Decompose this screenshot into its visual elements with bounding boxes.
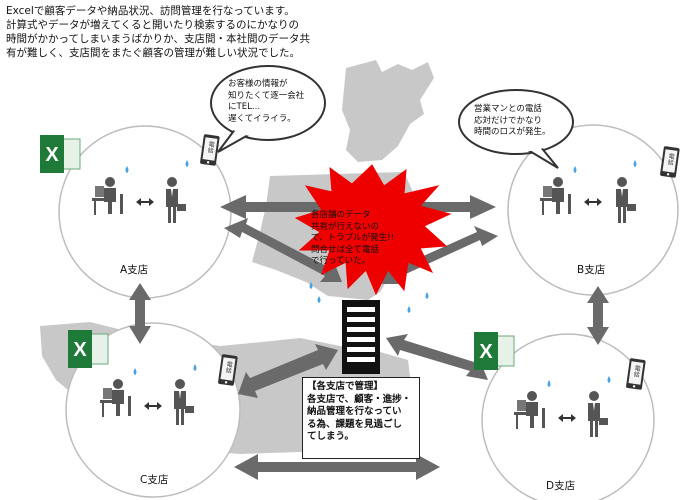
arrow-d-center <box>386 334 488 380</box>
speech-bubble-left <box>210 65 326 153</box>
excel-icon: X <box>474 332 515 370</box>
svg-text:X: X <box>45 144 59 166</box>
branch-c-circle <box>65 322 241 498</box>
headquarters-note-title: 【各支店で管理】 <box>307 381 384 392</box>
arrow-c-center <box>238 344 338 398</box>
sweat-drop-icon <box>425 292 429 299</box>
arrow-a-center <box>224 218 342 282</box>
speech-bubble-right-text: 営業マンとの電話 応対だけでかなり 時間のロスが発生。 <box>474 104 551 137</box>
svg-text:電話: 電話 <box>666 153 675 167</box>
arrow-b-d <box>587 286 609 345</box>
connection-arrows <box>129 195 609 480</box>
phone-icon: 電話 <box>625 358 646 390</box>
sweat-drop-icon <box>407 306 411 313</box>
sweat-drop-icon <box>317 296 321 303</box>
headquarters-building <box>342 300 380 374</box>
phone-icon: 電話 <box>199 134 220 166</box>
excel-icon: X <box>68 330 109 368</box>
map-region-upper <box>342 60 434 162</box>
svg-text:電話: 電話 <box>632 365 641 379</box>
arrow-a-c <box>129 283 151 344</box>
svg-text:X: X <box>73 339 87 361</box>
alert-text: 各店舗のデータ 共有が行えないの で、トラブルが発生!! 問合せは全て電話 で行… <box>311 210 394 266</box>
branch-d-label: D支店 <box>546 480 576 492</box>
headquarters-note-body: 各支店で、顧客・進捗・ 納品管理を行なってい る為、課題を見過ごし てしまう。 <box>307 393 412 443</box>
branch-b-label: B支店 <box>577 264 606 276</box>
speech-bubble-left-text: お客様の情報が 知りたくて逐一会社 にTEL… 遅くてイライラ。 <box>228 79 305 124</box>
arrow-b-center <box>382 226 498 284</box>
branch-a-label: A支店 <box>120 264 149 276</box>
svg-text:X: X <box>479 341 493 363</box>
alert-burst <box>294 164 452 296</box>
svg-text:電話: 電話 <box>206 141 215 155</box>
phone-icon: 電話 <box>659 146 680 178</box>
arrow-c-d <box>234 454 440 480</box>
speech-bubble-right <box>458 89 574 169</box>
intro-text: Excelで顧客データや納品状況、訪問管理を行なっています。 計算式やデータが増… <box>6 5 310 59</box>
branch-c-label: C支店 <box>140 474 169 486</box>
svg-text:電話: 電話 <box>224 361 233 375</box>
headquarters-note: 【各支店で管理】 各支店で、顧客・進捗・ 納品管理を行なってい る為、課題を見過… <box>302 377 420 459</box>
excel-icon: X <box>40 135 81 173</box>
phone-icon: 電話 <box>217 354 238 386</box>
